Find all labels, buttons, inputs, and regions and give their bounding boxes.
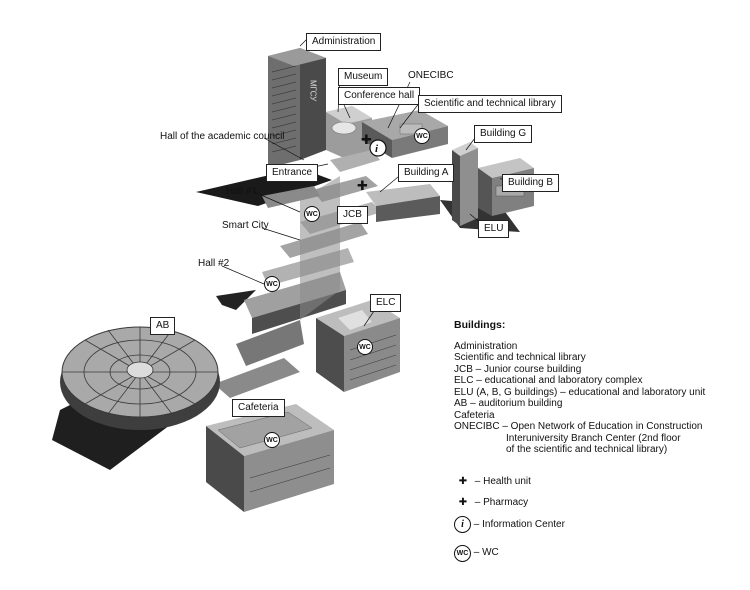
legend-pharmacy: ✚ – Pharmacy <box>454 497 528 508</box>
legend-title: Buildings: <box>454 319 506 331</box>
label-onecibc: ONECIBC <box>408 70 454 81</box>
wc-icon: WC <box>264 432 280 448</box>
label-smart-city: Smart City <box>222 220 269 231</box>
label-jcb: JCB <box>337 206 368 224</box>
legend-item: ONECIBC – Open Network of Education in C… <box>454 421 703 432</box>
legend-item: AB – auditorium building <box>454 398 563 409</box>
label-museum: Museum <box>338 68 389 86</box>
corridor <box>236 320 304 366</box>
label-elu: ELU <box>478 220 510 238</box>
information-icon: i <box>454 516 471 533</box>
label-entrance: Entrance <box>266 164 319 182</box>
information-center-marker <box>369 139 387 157</box>
label-elc: ELC <box>370 294 402 312</box>
legend-item: Scientific and technical library <box>454 352 586 363</box>
pharmacy-marker: ✚ <box>357 178 368 193</box>
pharmacy-icon: ✚ <box>458 497 468 508</box>
legend-wc-label: – WC <box>473 547 499 558</box>
label-building-a: Building A <box>398 164 455 182</box>
legend-item: Cafeteria <box>454 409 495 421</box>
label-administration: Administration <box>306 33 382 51</box>
wc-icon: WC <box>414 128 430 144</box>
legend-health-label: – Health unit <box>474 476 531 487</box>
legend-pharmacy-label: – Pharmacy <box>474 497 529 508</box>
legend-item: JCB – Junior course building <box>454 363 582 375</box>
wc-icon: WC <box>304 206 320 222</box>
wc-icon: WC <box>357 339 373 355</box>
health-unit-marker: ✚ <box>361 132 372 147</box>
label-cafeteria: Cafeteria <box>232 399 285 417</box>
legend-health-unit: ✚ – Health unit <box>454 476 531 487</box>
label-scientific-library: Scientific and technical library <box>418 95 562 113</box>
legend-item-continued: Interuniversity Branch Center (2nd floor <box>506 432 681 444</box>
legend-item: ELU (A, B, G buildings) – educational an… <box>454 386 706 398</box>
ground-shadow <box>216 290 256 310</box>
legend-item: ELC – educational and laboratory complex <box>454 375 643 386</box>
legend-info-label: – Information Center <box>473 519 565 530</box>
legend-item-continued: of the scientific and technical library) <box>506 444 668 455</box>
corridor <box>214 358 300 398</box>
elc-building <box>316 300 400 392</box>
ab-building <box>60 326 220 430</box>
legend-item: Administration <box>454 340 518 352</box>
label-hall-academic-council: Hall of the academic council <box>160 131 285 142</box>
wc-icon: WC <box>264 276 280 292</box>
wc-legend-icon: WC <box>454 545 471 562</box>
hall1-building <box>262 186 320 208</box>
cafeteria-building <box>206 404 334 512</box>
label-conference-hall: Conference hall <box>338 87 421 105</box>
elu-building <box>366 142 534 226</box>
legend-wc: WC – WC <box>454 545 499 562</box>
label-ab: AB <box>150 317 176 335</box>
legend-information: i – Information Center <box>454 516 565 533</box>
info-icon: i <box>375 143 379 155</box>
health-unit-icon: ✚ <box>458 476 468 487</box>
legend: Buildings: Administration Scientific and… <box>454 319 746 456</box>
label-building-b: Building B <box>502 174 560 192</box>
administration-building: МГСУ <box>268 48 326 168</box>
label-hall2: Hall #2 <box>198 258 230 269</box>
tower-letters: МГСУ <box>309 80 318 102</box>
label-hall1: Hall #1 <box>226 186 258 197</box>
label-building-g: Building G <box>474 125 533 143</box>
